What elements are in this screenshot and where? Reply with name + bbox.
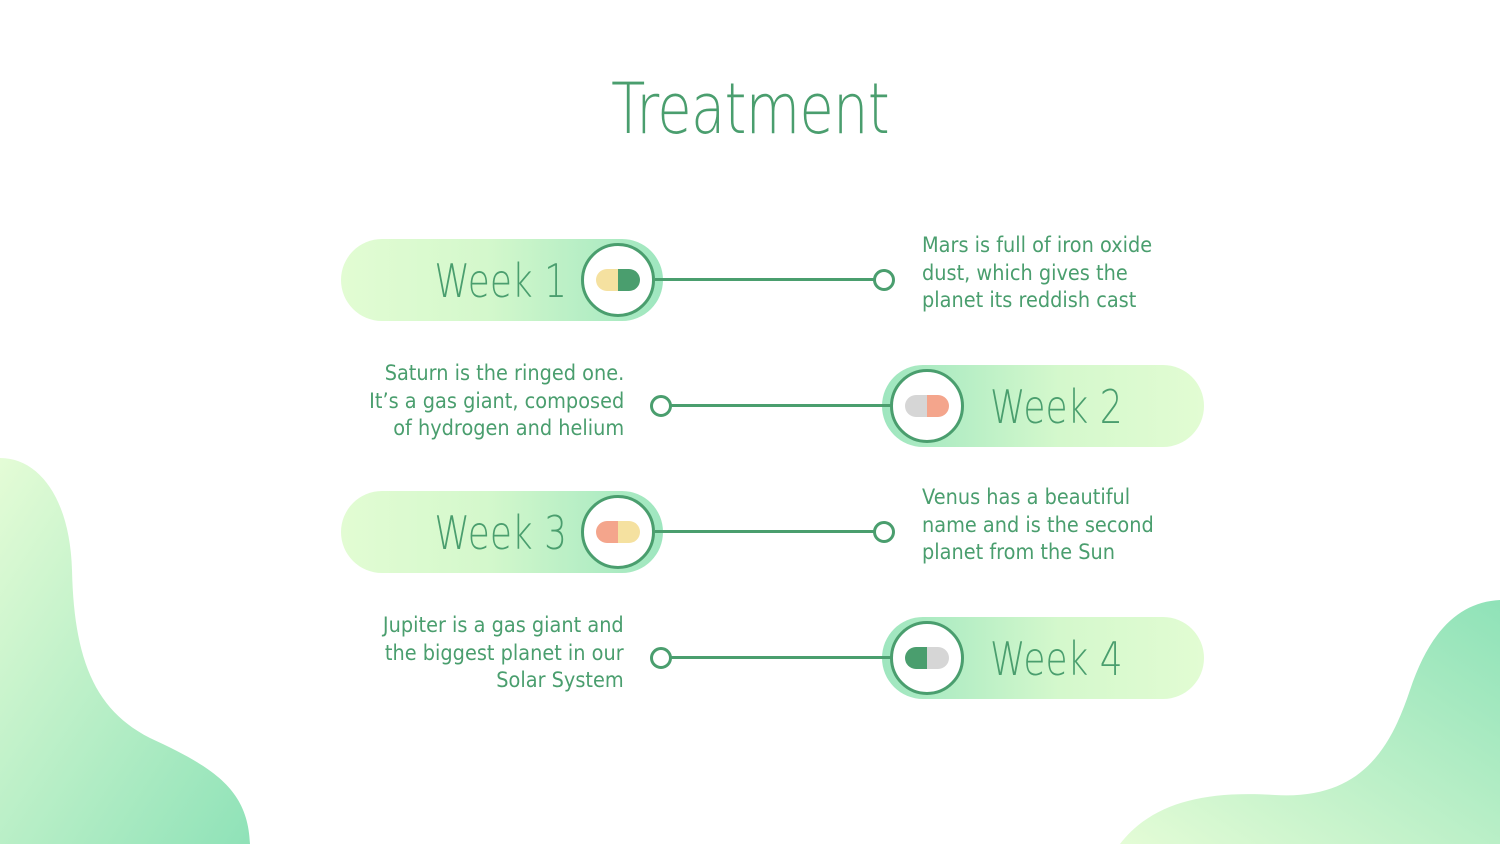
week-pill: Week 1 [341,239,663,321]
connector-dot [873,521,895,543]
week-label: Week 2 [990,380,1123,434]
timeline-row-week-2: Week 2 Saturn is the ringed one. It’s a … [0,361,1500,448]
pill-capsule-icon [596,269,640,291]
connector-line [655,278,875,281]
week-description: Saturn is the ringed one. It’s a gas gia… [368,361,624,440]
capsule-badge [890,369,964,443]
connector-line [670,656,892,659]
timeline-row-week-3: Week 3 Venus has a beautiful name and is… [0,485,1500,574]
decorative-blob-right [1120,600,1500,844]
week-label: Week 1 [434,254,567,308]
week-description: Mars is full of iron oxide dust, which g… [922,233,1153,312]
week-pill: Week 2 [882,365,1204,447]
timeline-row-week-4: Week 4 Jupiter is a gas giant and the bi… [0,613,1500,700]
connector-dot [650,395,672,417]
capsule-badge [581,243,655,317]
week-description: Venus has a beautiful name and is the se… [922,485,1154,564]
decorative-blob-left [0,458,250,844]
week-pill: Week 3 [341,491,663,573]
connector-line [655,530,875,533]
connector-dot [650,647,672,669]
timeline-row-week-1: Week 1 Mars is full of iron oxide dust, … [0,233,1500,322]
connector-dot [873,269,895,291]
capsule-badge [890,621,964,695]
capsule-badge [581,495,655,569]
page-title: Treatment [611,68,890,150]
week-pill: Week 4 [882,617,1204,699]
week-label: Week 3 [434,506,567,560]
pill-capsule-icon [596,521,640,543]
week-description: Jupiter is a gas giant and the biggest p… [383,613,624,692]
connector-line [670,404,892,407]
pill-capsule-icon [905,395,949,417]
pill-capsule-icon [905,647,949,669]
week-label: Week 4 [990,632,1123,686]
